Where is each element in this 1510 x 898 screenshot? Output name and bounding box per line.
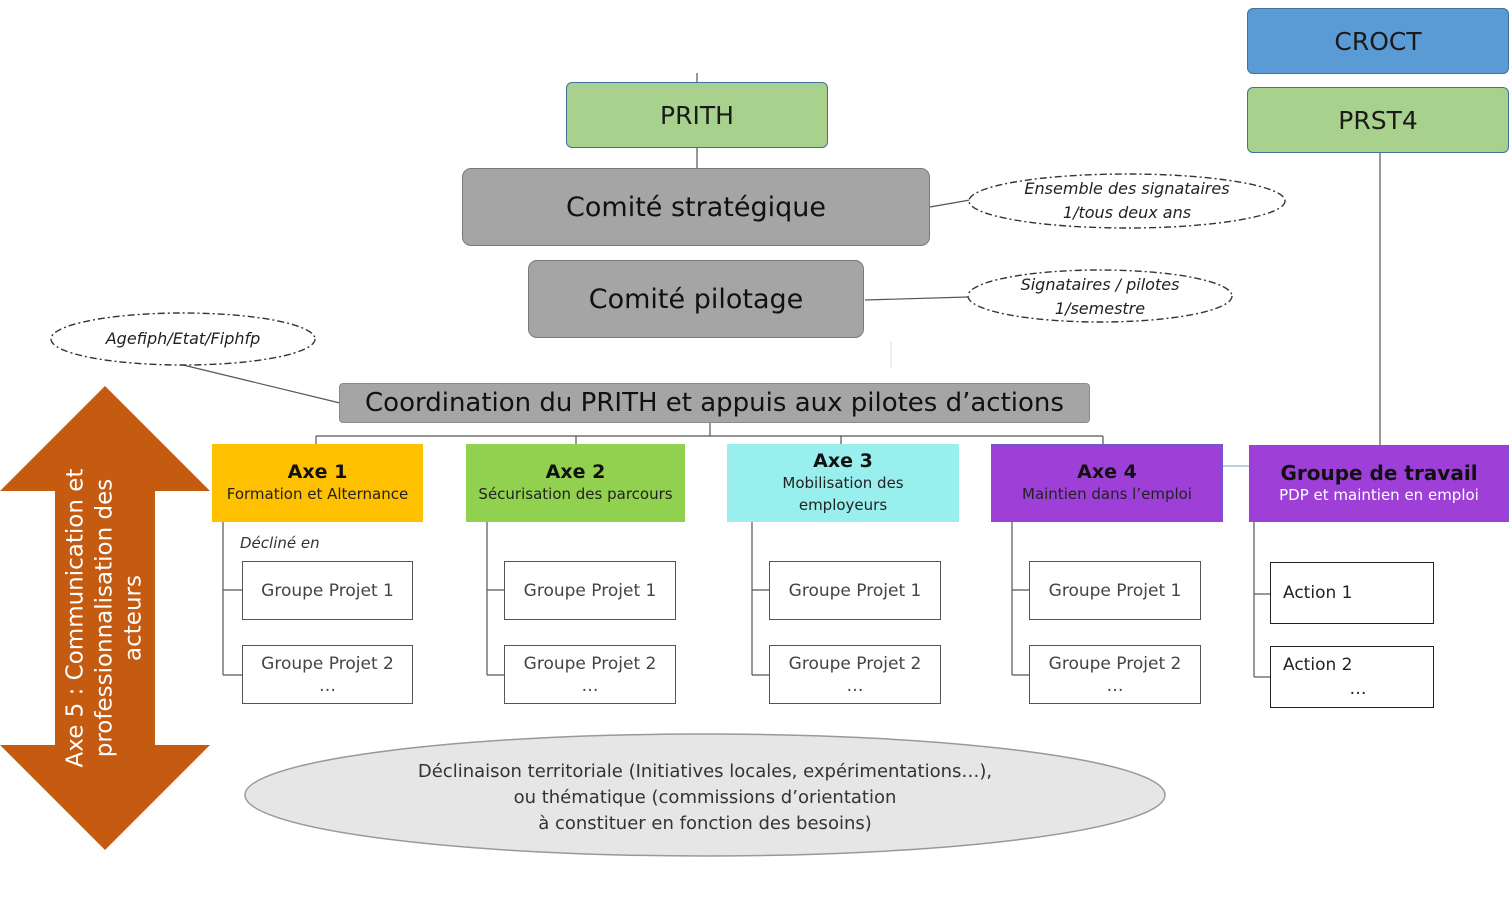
axe-4-box: Axe 4 Maintien dans l’emploi bbox=[991, 444, 1223, 522]
gp-ellipsis: … bbox=[319, 675, 336, 696]
gp-label: Groupe Projet 1 bbox=[788, 580, 922, 601]
territorial-ellipse bbox=[244, 733, 1166, 857]
gp-label: Groupe Projet 2 bbox=[261, 653, 394, 674]
axe-1-groupe-projet-2: Groupe Projet 2… bbox=[242, 645, 413, 704]
gp-label: Groupe Projet 2 bbox=[1048, 653, 1182, 674]
ellipse-agefiph-outline bbox=[50, 312, 316, 366]
prst4-box: PRST4 bbox=[1247, 87, 1509, 153]
gp-ellipsis: … bbox=[846, 675, 864, 696]
prith-box: PRITH bbox=[566, 82, 828, 148]
ellipse-agefiph-text: Agefiph/Etat/Fiphfp bbox=[105, 329, 261, 348]
axe-4-title: Axe 4 bbox=[1077, 461, 1137, 483]
action-2-label: Action 2 bbox=[1283, 655, 1353, 675]
gp-label: Groupe Projet 1 bbox=[261, 580, 394, 601]
axe-2-box: Axe 2 Sécurisation des parcours bbox=[466, 444, 685, 522]
gp-ellipsis: … bbox=[581, 675, 599, 696]
axe5-line-1: Axe 5 : Communication et bbox=[62, 468, 89, 768]
axe-5-label: Axe 5 : Communication et professionnalis… bbox=[62, 438, 149, 798]
signataires-line-1: Signataires / pilotes bbox=[1020, 275, 1180, 294]
comite-strategique-box: Comité stratégique bbox=[462, 168, 930, 246]
gp-ellipsis: … bbox=[1106, 675, 1124, 696]
signataires-line-2: 1/semestre bbox=[1054, 299, 1146, 318]
axe-3-groupe-projet-2: Groupe Projet 2… bbox=[769, 645, 941, 704]
ellipse-ensemble-text: Ensemble des signataires 1/tous deux ans bbox=[975, 177, 1279, 225]
axe-1-subtitle: Formation et Alternance bbox=[226, 485, 409, 503]
ellipse-signataires-outline bbox=[967, 269, 1233, 323]
groupe-travail-subtitle: PDP et maintien en emploi bbox=[1279, 485, 1479, 504]
axe-2-groupe-projet-2: Groupe Projet 2… bbox=[504, 645, 676, 704]
axe-3-title: Axe 3 bbox=[813, 450, 873, 472]
action-1-label: Action 1 bbox=[1283, 583, 1353, 603]
ensemble-line-2: 1/tous deux ans bbox=[1062, 203, 1192, 222]
groupe-travail-title: Groupe de travail bbox=[1280, 460, 1478, 485]
gp-label: Groupe Projet 1 bbox=[523, 580, 657, 601]
gp-label: Groupe Projet 1 bbox=[1048, 580, 1182, 601]
groupe-travail-box: Groupe de travail PDP et maintien en emp… bbox=[1249, 445, 1509, 522]
axe-1-title: Axe 1 bbox=[287, 461, 348, 483]
axe-2-groupe-projet-1: Groupe Projet 1 bbox=[504, 561, 676, 620]
axe-1-groupe-projet-1: Groupe Projet 1 bbox=[242, 561, 413, 620]
axe-1-box: Axe 1 Formation et Alternance bbox=[212, 444, 423, 522]
ellipse-signataires-text: Signataires / pilotes 1/semestre bbox=[968, 273, 1232, 321]
ellipse-ensemble-outline bbox=[968, 173, 1286, 229]
axe-3-subtitle: Mobilisation des employeurs bbox=[782, 474, 904, 514]
gp-label: Groupe Projet 2 bbox=[788, 653, 922, 674]
decline-en-label: Décliné en bbox=[240, 534, 320, 552]
axe-3-groupe-projet-1: Groupe Projet 1 bbox=[769, 561, 941, 620]
axe-2-subtitle: Sécurisation des parcours bbox=[478, 485, 673, 503]
ensemble-line-1: Ensemble des signataires bbox=[1024, 179, 1230, 198]
territorial-line-2: ou thématique (commissions d’orientation bbox=[513, 787, 897, 808]
axe5-line-3: acteurs bbox=[120, 575, 147, 661]
territorial-line-1: Déclinaison territoriale (Initiatives lo… bbox=[417, 761, 993, 782]
gp-label: Groupe Projet 2 bbox=[523, 653, 657, 674]
axe5-double-arrow bbox=[0, 386, 210, 850]
comite-pilotage-box: Comité pilotage bbox=[528, 260, 864, 338]
action-2-box: Action 2 … bbox=[1270, 646, 1434, 708]
action-1-box: Action 1 bbox=[1270, 562, 1434, 624]
axe5-line-2: professionnalisation des bbox=[91, 478, 118, 758]
action-2-ellipsis: … bbox=[1349, 679, 1367, 699]
axe-4-groupe-projet-2: Groupe Projet 2… bbox=[1029, 645, 1201, 704]
territorial-line-3: à constituer en fonction des besoins) bbox=[538, 813, 872, 834]
axe-2-title: Axe 2 bbox=[545, 461, 606, 483]
territorial-text: Déclinaison territoriale (Initiatives lo… bbox=[360, 759, 1050, 837]
axe-3-box: Axe 3 Mobilisation des employeurs bbox=[727, 444, 959, 522]
axe-4-groupe-projet-1: Groupe Projet 1 bbox=[1029, 561, 1201, 620]
coordination-box: Coordination du PRITH et appuis aux pilo… bbox=[339, 383, 1090, 423]
croct-box: CROCT bbox=[1247, 8, 1509, 74]
axe-4-subtitle: Maintien dans l’emploi bbox=[1022, 485, 1192, 503]
